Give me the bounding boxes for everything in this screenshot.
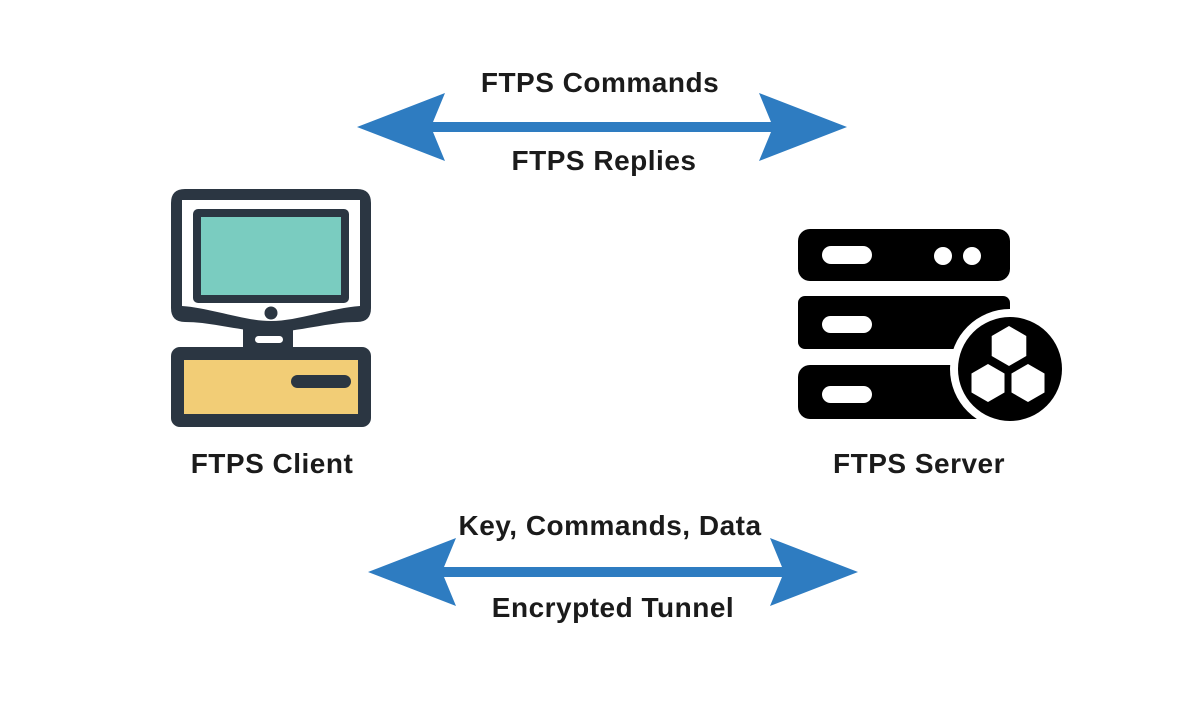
server-rack-icon (798, 229, 1073, 439)
hexagon-bottom-left (971, 364, 1005, 402)
command-channel-label-above: FTPS Commands (480, 67, 720, 98)
desktop-computer-icon (171, 189, 371, 434)
power-dot (264, 306, 278, 320)
server-node-label: FTPS Server (832, 448, 1006, 479)
hexagon-top (991, 326, 1027, 366)
command-channel-label-below: FTPS Replies (511, 145, 697, 176)
client-node-label: FTPS Client (190, 448, 354, 479)
server-slot-2 (822, 316, 872, 333)
server-slab-1 (798, 229, 1010, 281)
stand-slot (255, 336, 283, 343)
server-led-2 (963, 247, 981, 265)
server-slab-2 (798, 296, 1010, 349)
server-led-1 (934, 247, 952, 265)
secure-channel-label-above: Key, Commands, Data (458, 510, 762, 541)
screen (201, 217, 341, 295)
server-slot-1 (822, 246, 872, 264)
hexagon-bottom-right (1011, 364, 1045, 402)
command-channel-arrow-icon (357, 93, 847, 161)
secure-channel-label-below: Encrypted Tunnel (491, 592, 735, 623)
server-slot-3 (822, 386, 872, 403)
disk-slot (291, 375, 351, 388)
secure-channel-arrow-icon (368, 538, 858, 606)
